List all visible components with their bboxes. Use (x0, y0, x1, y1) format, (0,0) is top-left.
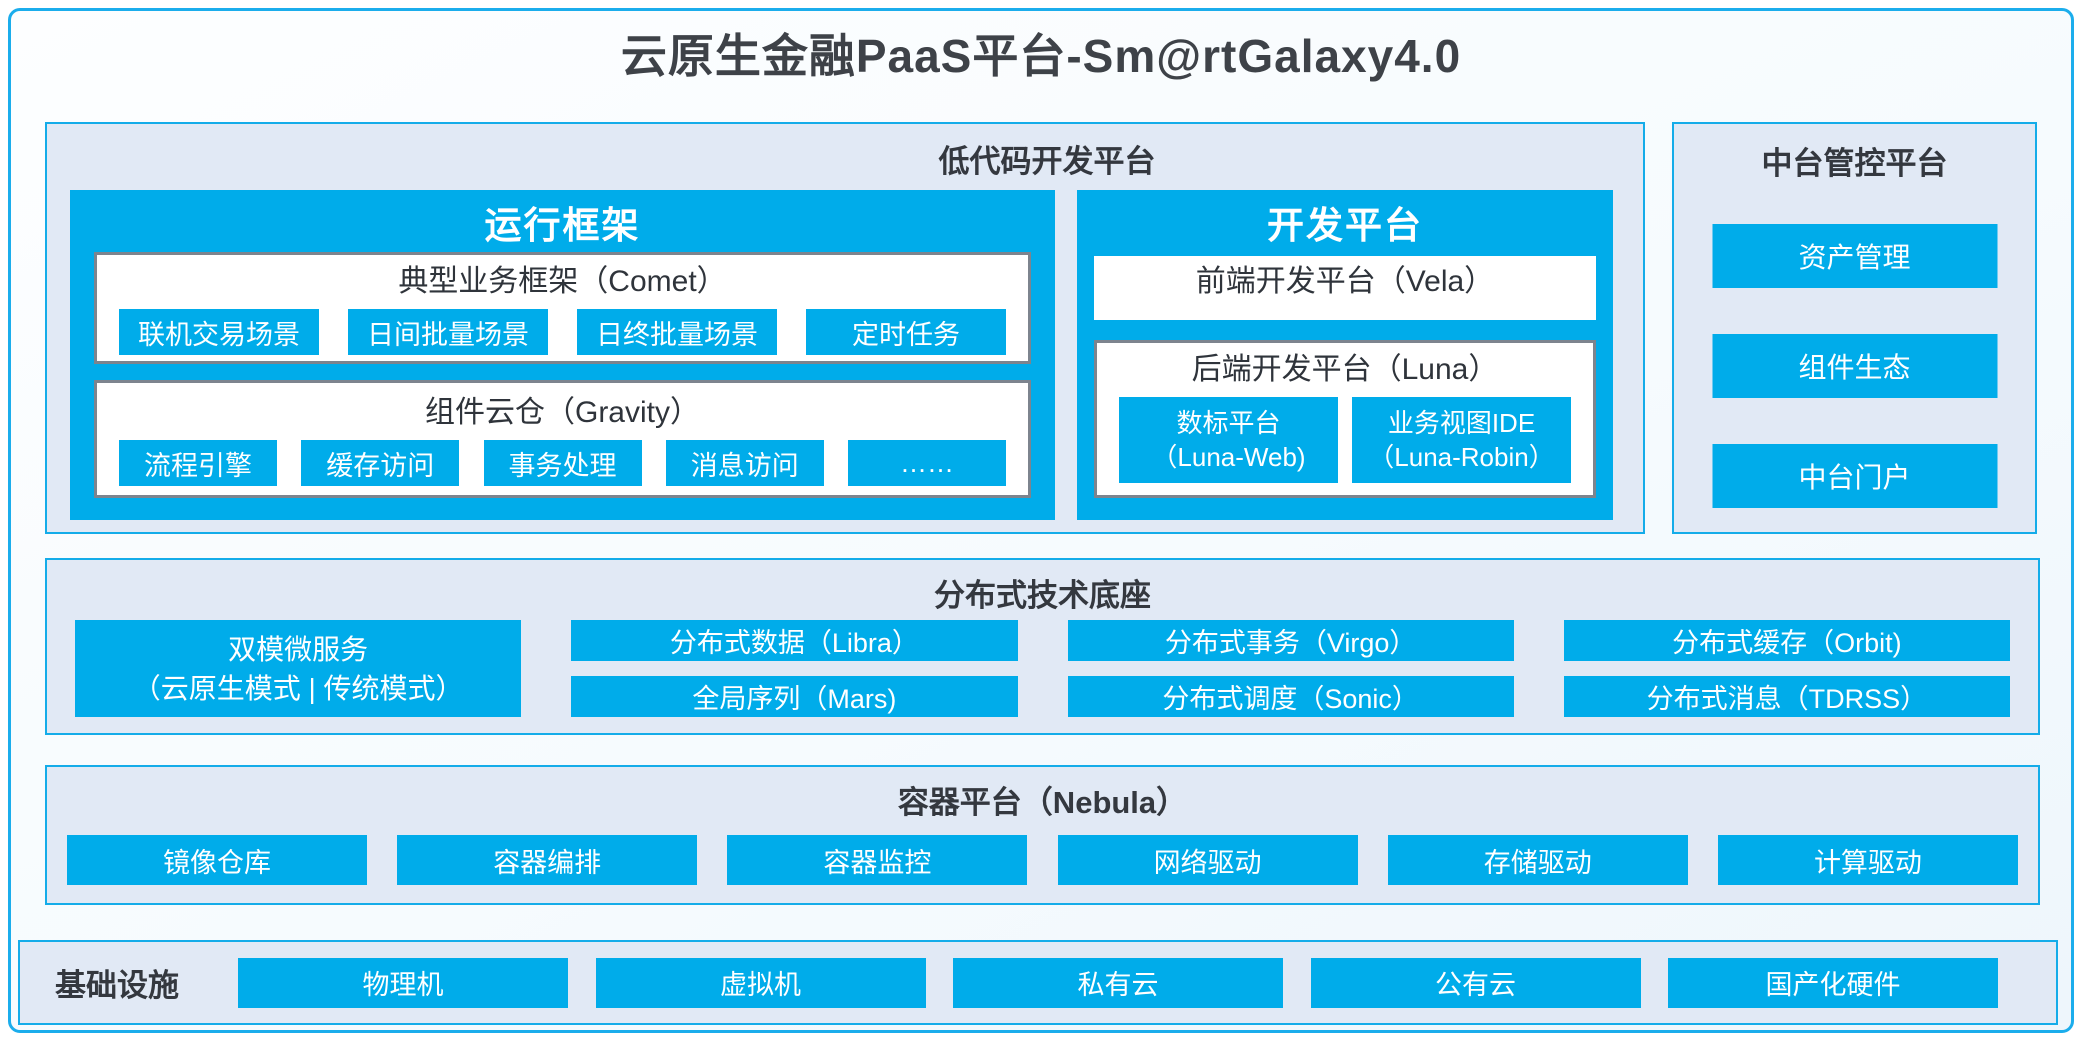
luna-web-item: 数标平台 （Luna-Web) (1119, 397, 1338, 483)
infra-item-physical-machine: 物理机 (238, 957, 568, 1008)
gravity-item-transaction: 事务处理 (483, 440, 642, 486)
comet-item-scheduled-task: 定时任务 (806, 309, 1006, 355)
midplatform-item-asset-management: 资产管理 (1712, 224, 1997, 288)
dual-mode-microservice-item: 双模微服务 （云原生模式 | 传统模式） (75, 620, 522, 717)
distributed-column-2: 分布式事务（Virgo） 分布式调度（Sonic） (1067, 620, 1514, 717)
luna-robin-line1: 业务视图IDE (1387, 408, 1536, 438)
dev-platform-title: 开发平台 (1267, 205, 1423, 246)
infra-item-domestic-hardware: 国产化硬件 (1668, 957, 1998, 1008)
gravity-items-row: 流程引擎 缓存访问 事务处理 消息访问 …… (97, 440, 1028, 486)
gravity-warehouse-box: 组件云仓（Gravity） 流程引擎 缓存访问 事务处理 消息访问 …… (94, 380, 1031, 498)
luna-items-row: 数标平台 （Luna-Web) 业务视图IDE （Luna-Robin） (1097, 397, 1593, 483)
distributed-data-libra-item: 分布式数据（Libra） (571, 620, 1018, 661)
container-item-network-driver: 网络驱动 (1057, 835, 1358, 885)
runtime-framework-box: 运行框架 典型业务框架（Comet） 联机交易场景 日间批量场景 日终批量场景 … (70, 190, 1055, 520)
comet-item-endofday-batch: 日终批量场景 (577, 309, 777, 355)
container-item-monitoring: 容器监控 (727, 835, 1028, 885)
infrastructure-items-row: 物理机 虚拟机 私有云 公有云 国产化硬件 (238, 942, 1998, 1023)
comet-framework-title: 典型业务框架（Comet） (398, 265, 727, 298)
infra-item-private-cloud: 私有云 (953, 957, 1283, 1008)
infra-item-virtual-machine: 虚拟机 (595, 957, 926, 1008)
infrastructure-label: 基础设施 (55, 968, 179, 1003)
container-platform-label: 容器平台（Nebula） (897, 785, 1188, 820)
distributed-column-1: 分布式数据（Libra） 全局序列（Mars) (571, 620, 1018, 717)
vela-frontend-title: 前端开发平台（Vela） (1195, 265, 1495, 298)
distributed-column-3: 分布式缓存（Orbit) 分布式消息（TDRSS） (1563, 620, 2010, 717)
distributed-base-label: 分布式技术底座 (934, 578, 1151, 613)
luna-web-line2: （Luna-Web) (1151, 442, 1306, 472)
lowcode-platform-panel: 低代码开发平台 运行框架 典型业务框架（Comet） 联机交易场景 日间批量场景… (45, 122, 1645, 534)
dev-platform-box: 开发平台 前端开发平台（Vela） 后端开发平台（Luna） 数标平台 （Lun… (1077, 190, 1613, 520)
infra-item-public-cloud: 公有云 (1310, 957, 1641, 1008)
luna-robin-item: 业务视图IDE （Luna-Robin） (1352, 397, 1571, 483)
gravity-item-process-engine: 流程引擎 (119, 440, 277, 486)
comet-items-row: 联机交易场景 日间批量场景 日终批量场景 定时任务 (97, 309, 1028, 355)
distributed-cache-orbit-item: 分布式缓存（Orbit) (1563, 620, 2010, 661)
midplatform-item-portal: 中台门户 (1712, 444, 1997, 508)
gravity-item-message-access: 消息访问 (665, 440, 824, 486)
distributed-grid: 双模微服务 （云原生模式 | 传统模式） 分布式数据（Libra） 全局序列（M… (75, 620, 2010, 717)
luna-backend-box: 后端开发平台（Luna） 数标平台 （Luna-Web) 业务视图IDE （Lu… (1094, 340, 1596, 498)
lowcode-platform-label: 低代码开发平台 (938, 144, 1156, 179)
distributed-scheduling-sonic-item: 分布式调度（Sonic） (1067, 676, 1514, 717)
container-item-compute-driver: 计算驱动 (1717, 835, 2018, 885)
page-title: 云原生金融PaaS平台-Sm@rtGalaxy4.0 (620, 30, 1462, 82)
comet-item-online-trading: 联机交易场景 (119, 309, 319, 355)
gravity-warehouse-title: 组件云仓（Gravity） (424, 396, 700, 429)
infrastructure-bar: 基础设施 物理机 虚拟机 私有云 公有云 国产化硬件 (18, 940, 2058, 1025)
container-items-row: 镜像仓库 容器编排 容器监控 网络驱动 存储驱动 计算驱动 (67, 835, 2018, 885)
container-item-storage-driver: 存储驱动 (1387, 835, 1688, 885)
distributed-base-panel: 分布式技术底座 双模微服务 （云原生模式 | 传统模式） 分布式数据（Libra… (45, 558, 2040, 735)
distributed-message-tdrss-item: 分布式消息（TDRSS） (1563, 676, 2010, 717)
comet-framework-box: 典型业务框架（Comet） 联机交易场景 日间批量场景 日终批量场景 定时任务 (94, 252, 1031, 364)
container-platform-panel: 容器平台（Nebula） 镜像仓库 容器编排 容器监控 网络驱动 存储驱动 计算… (45, 765, 2040, 905)
dual-mode-line1: 双模微服务 (228, 633, 369, 665)
midplatform-item-component-ecosystem: 组件生态 (1712, 334, 1997, 398)
luna-backend-title: 后端开发平台（Luna） (1191, 353, 1499, 386)
runtime-framework-title: 运行框架 (484, 205, 641, 246)
container-item-image-registry: 镜像仓库 (67, 835, 367, 885)
global-sequence-mars-item: 全局序列（Mars) (571, 676, 1018, 717)
midplatform-control-panel: 中台管控平台 资产管理 组件生态 中台门户 (1672, 122, 2037, 534)
container-item-orchestration: 容器编排 (397, 835, 698, 885)
distributed-transaction-virgo-item: 分布式事务（Virgo） (1067, 620, 1514, 661)
comet-item-daytime-batch: 日间批量场景 (348, 309, 548, 355)
gravity-item-ellipsis: …… (848, 440, 1006, 486)
luna-web-line1: 数标平台 (1176, 408, 1281, 438)
luna-robin-line2: （Luna-Robin） (1368, 442, 1555, 472)
vela-frontend-box: 前端开发平台（Vela） (1094, 256, 1596, 320)
midplatform-label: 中台管控平台 (1761, 146, 1948, 181)
gravity-item-cache-access: 缓存访问 (301, 440, 460, 486)
dual-mode-line2: （云原生模式 | 传统模式） (132, 672, 464, 704)
